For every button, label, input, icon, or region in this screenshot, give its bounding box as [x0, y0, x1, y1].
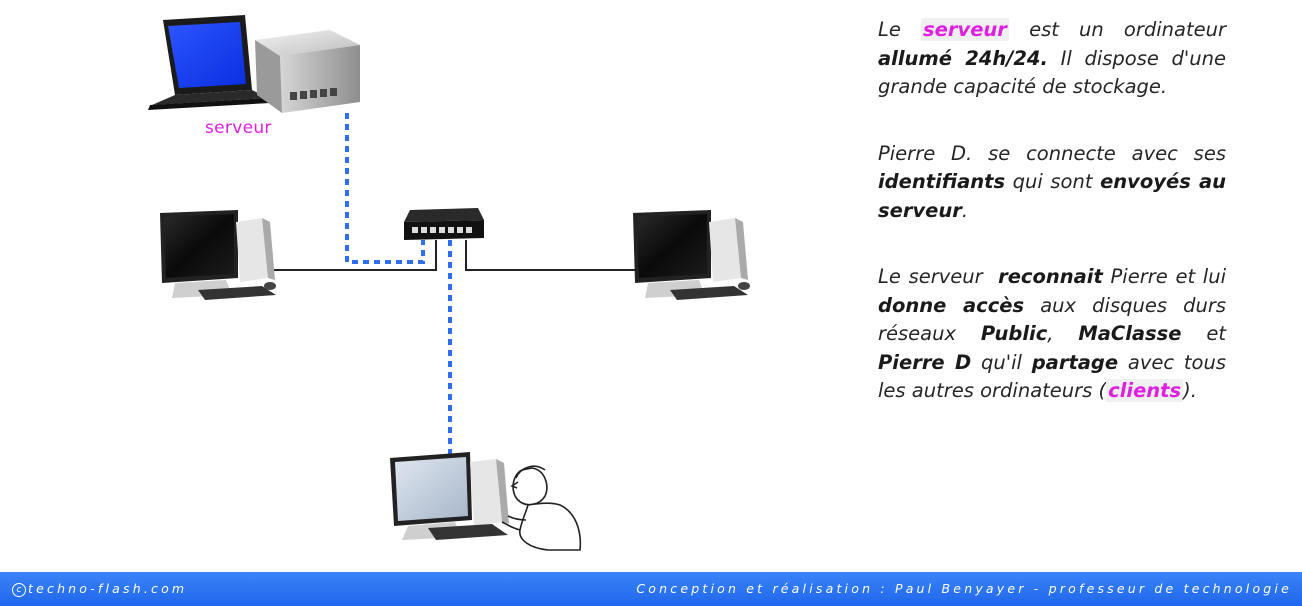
text-fragment: ). [1183, 379, 1197, 402]
keyword-clients: clients [1106, 379, 1184, 402]
network-diagram [148, 15, 750, 551]
copyright-icon: c [12, 583, 26, 597]
footer-credit: Conception et réalisation : Paul Benyaye… [636, 581, 1292, 596]
link-left-computer [272, 240, 437, 271]
keyword-serveur: serveur [921, 18, 1009, 41]
user-person-icon [501, 465, 582, 551]
client-computer-left-icon [160, 210, 276, 300]
text-fragment: aux disques durs réseaux [878, 293, 1227, 346]
keyword-allume: allumé 24h/24. [878, 46, 1048, 70]
keyword-identifiants: identifiants [878, 170, 1006, 193]
text-fragment: Pierre D. se connecte avec ses [878, 141, 1226, 165]
client-user-computer-icon [390, 452, 509, 540]
site-name: techno-flash.com [28, 581, 188, 596]
text-fragment: Pierre et lui [1110, 265, 1226, 288]
client-computer-right-icon [633, 210, 750, 300]
network-links [272, 113, 636, 455]
explanation-text: Le serveur est un ordinateur allumé 24h/… [878, 16, 1226, 444]
text-fragment: Il dispose d'une grande capacité de stoc… [878, 46, 1226, 99]
text-fragment: Le [878, 18, 901, 41]
text-fragment: . [961, 198, 969, 222]
network-switch-icon [404, 208, 484, 240]
text-fragment: qu'il [981, 350, 1022, 374]
keyword-reconnait: reconnait [998, 265, 1103, 288]
text-fragment: Le serveur [878, 265, 983, 288]
server-label: serveur [205, 118, 272, 138]
text-fragment: est un ordinateur [1029, 18, 1226, 41]
text-fragment: et [1206, 322, 1226, 345]
server-icon [148, 15, 360, 113]
paragraph-access: Le serveur reconnait Pierre et lui donne… [878, 263, 1226, 406]
paragraph-login: Pierre D. se connecte avec ses identifia… [878, 140, 1226, 226]
keyword-partage: partage [1031, 350, 1119, 374]
keyword-donne-acces: donne accès [878, 293, 1025, 317]
paragraph-server: Le serveur est un ordinateur allumé 24h/… [878, 16, 1226, 102]
keyword-public: Public [980, 322, 1048, 345]
text-fragment: avec tous les autres ordinateurs ( [878, 350, 1226, 403]
text-fragment: qui sont [1012, 170, 1093, 193]
keyword-envoyes: envoyés au serveur [878, 170, 1227, 222]
link-server-switch [345, 113, 425, 264]
keyword-maclasse: MaClasse [1078, 322, 1182, 345]
keyword-pierre-d: Pierre D [878, 350, 972, 374]
text-fragment: , [1047, 322, 1054, 345]
link-right-computer [465, 240, 636, 271]
